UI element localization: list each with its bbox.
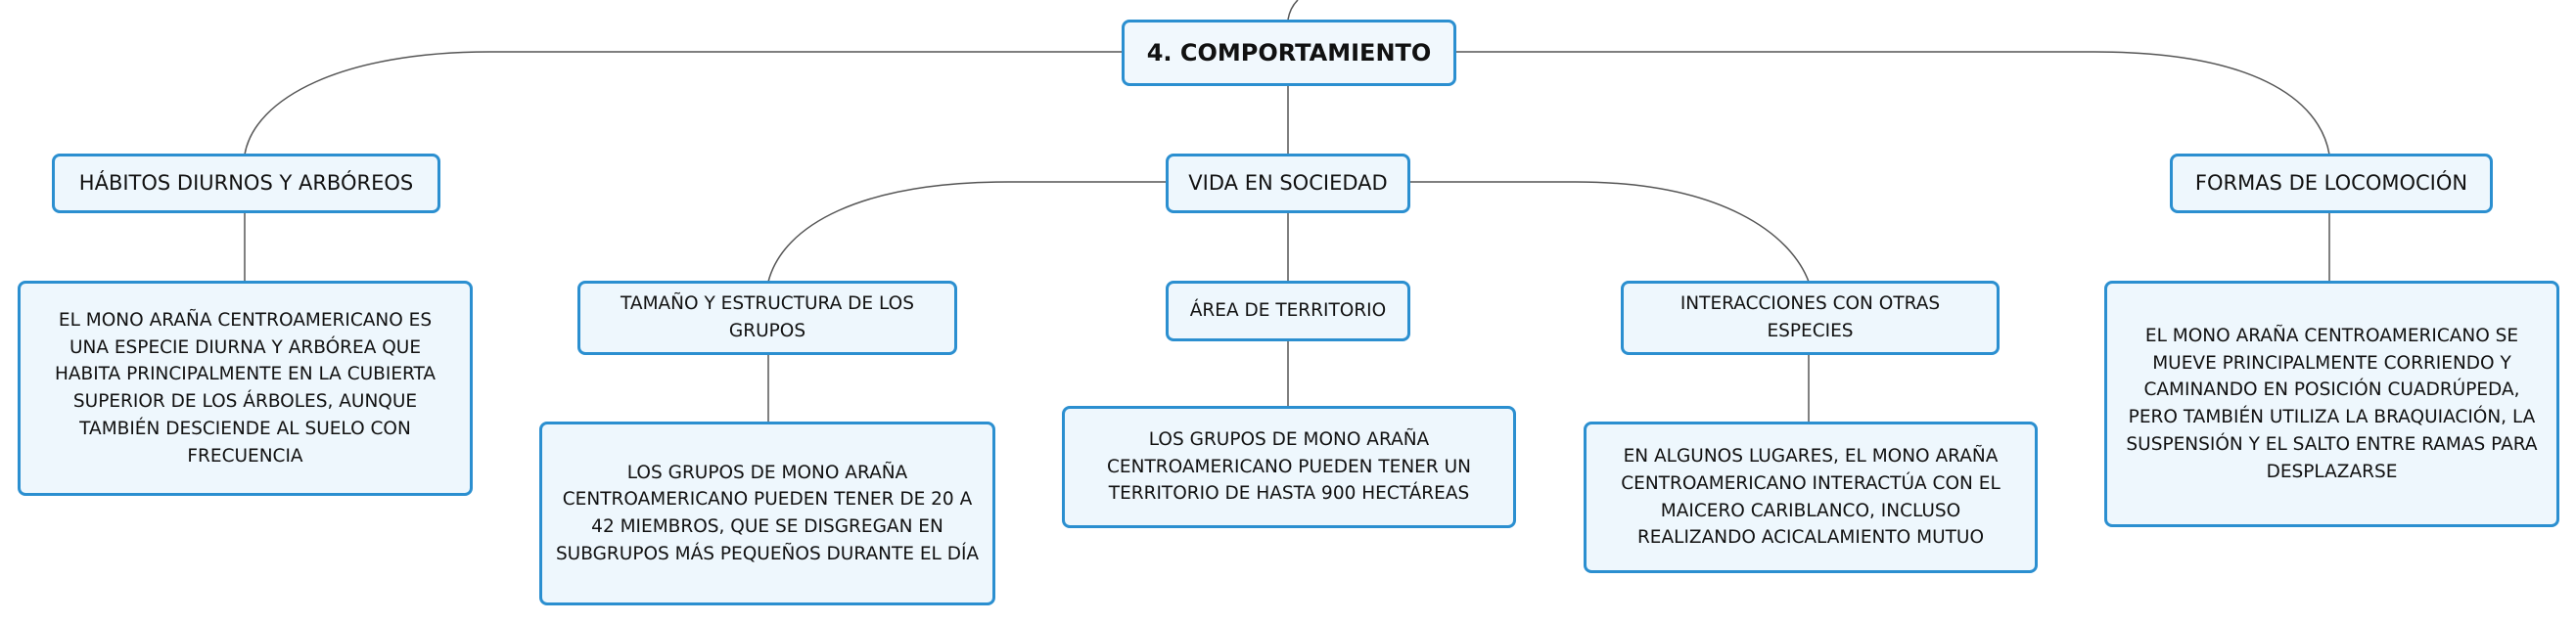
- tamano-detail-node[interactable]: LOS GRUPOS DE MONO ARAÑA CENTROAMERICANO…: [539, 422, 995, 605]
- area-detail-node[interactable]: LOS GRUPOS DE MONO ARAÑA CENTROAMERICANO…: [1062, 406, 1516, 528]
- locomocion-detail-node[interactable]: EL MONO ARAÑA CENTROAMERICANO SE MUEVE P…: [2104, 281, 2559, 527]
- subtopic-area-node[interactable]: ÁREA DE TERRITORIO: [1166, 281, 1410, 341]
- root-label: 4. COMPORTAMIENTO: [1146, 38, 1432, 67]
- branch-locomocion-label: FORMAS DE LOCOMOCIÓN: [2194, 170, 2468, 195]
- connector-sociedad-tamano: [767, 181, 1167, 283]
- subtopic-area-label: ÁREA DE TERRITORIO: [1189, 300, 1387, 322]
- branch-sociedad-label: VIDA EN SOCIEDAD: [1188, 170, 1388, 195]
- interacciones-detail-text: EN ALGUNOS LUGARES, EL MONO ARAÑA CENTRO…: [1621, 446, 2001, 549]
- subtopic-tamano-node[interactable]: TAMAÑO Y ESTRUCTURA DE LOS GRUPOS: [577, 281, 957, 355]
- subtopic-interacciones-label: INTERACCIONES CON OTRAS ESPECIES: [1679, 293, 1941, 341]
- locomocion-detail-text: EL MONO ARAÑA CENTROAMERICANO SE MUEVE P…: [2126, 325, 2538, 482]
- habitos-detail-text: EL MONO ARAÑA CENTROAMERICANO ES UNA ESP…: [54, 309, 437, 467]
- subtopic-interacciones-node[interactable]: INTERACCIONES CON OTRAS ESPECIES: [1621, 281, 2000, 355]
- habitos-detail-node[interactable]: EL MONO ARAÑA CENTROAMERICANO ES UNA ESP…: [18, 281, 473, 496]
- subtopic-tamano-label: TAMAÑO Y ESTRUCTURA DE LOS GRUPOS: [621, 293, 914, 341]
- branch-sociedad-node[interactable]: VIDA EN SOCIEDAD: [1166, 154, 1410, 213]
- interacciones-detail-node[interactable]: EN ALGUNOS LUGARES, EL MONO ARAÑA CENTRO…: [1584, 422, 2038, 573]
- connector-parent: [1287, 0, 1299, 21]
- connector-root-habitos: [244, 51, 1124, 156]
- root-node[interactable]: 4. COMPORTAMIENTO: [1122, 20, 1456, 86]
- branch-habitos-node[interactable]: HÁBITOS DIURNOS Y ARBÓREOS: [52, 154, 440, 213]
- tamano-detail-text: LOS GRUPOS DE MONO ARAÑA CENTROAMERICANO…: [555, 462, 980, 564]
- branch-locomocion-node[interactable]: FORMAS DE LOCOMOCIÓN: [2170, 154, 2493, 213]
- area-detail-text: LOS GRUPOS DE MONO ARAÑA CENTROAMERICANO…: [1107, 428, 1471, 505]
- connector-root-locomocion: [1454, 51, 2330, 156]
- branch-habitos-label: HÁBITOS DIURNOS Y ARBÓREOS: [78, 170, 414, 195]
- connector-sociedad-interacciones: [1409, 181, 1810, 283]
